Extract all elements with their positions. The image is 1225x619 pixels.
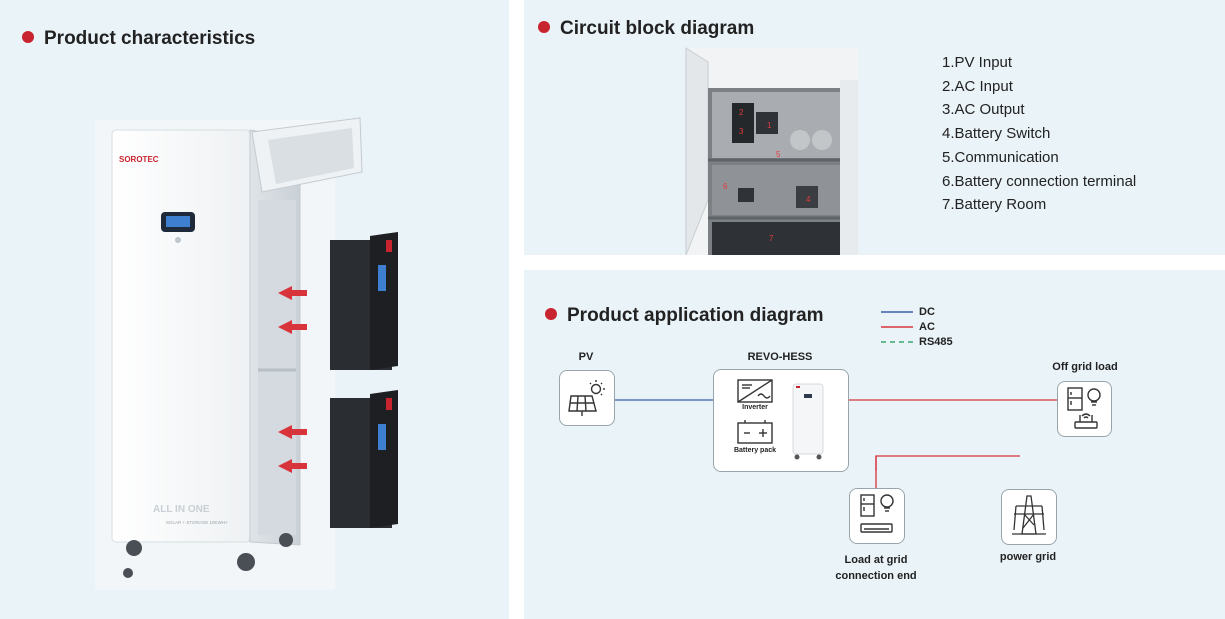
air-conditioner-icon	[860, 523, 893, 533]
off-grid-load-label: Off grid load	[1052, 361, 1118, 373]
grid-load-label: Load at grid connection end	[816, 552, 936, 584]
circuit-item: 3.AC Output	[942, 101, 1025, 119]
all-in-one-label: ALL IN ONE	[153, 504, 210, 515]
hess-contents	[737, 379, 824, 460]
cabinet-front	[111, 129, 251, 543]
product-characteristics-heading: Product characteristics	[22, 28, 255, 50]
grid-load-box	[849, 488, 905, 544]
bullet-dot	[545, 307, 557, 320]
off-grid-load-box	[1057, 381, 1112, 437]
fridge-icon	[860, 494, 875, 517]
hess-cabinet-image	[792, 383, 824, 455]
grid-load-label-line2: connection end	[835, 570, 917, 582]
bulb-icon	[1087, 388, 1101, 406]
battery-pack-label: Battery pack	[733, 447, 777, 454]
lcd-screen	[166, 216, 190, 227]
circuit-block-panel	[524, 0, 1225, 255]
circuit-item: 6.Battery connection terminal	[942, 172, 1137, 190]
circuit-item: 1.PV Input	[942, 54, 1013, 71]
pv-label: PV	[578, 351, 594, 363]
bullet-dot	[22, 30, 34, 43]
battery-module-bottom	[330, 390, 398, 528]
solar-storage-label: SOLAR + STORAGE 10KWH+	[166, 520, 228, 525]
solar-panel-icon	[568, 380, 605, 416]
application-diagram-panel	[524, 270, 1225, 619]
circuit-item: 7.Battery Room	[942, 196, 1047, 214]
legend-dc: DC	[919, 306, 935, 318]
application-diagram-heading: Product application diagram	[545, 305, 824, 327]
grid-load-appliances	[860, 494, 894, 533]
power-grid-label: power grid	[999, 551, 1057, 563]
circuit-items-list: 1.PV Input 2.AC Input 3.AC Output 4.Batt…	[942, 51, 1136, 217]
circuit-block-heading: Circuit block diagram	[538, 18, 754, 40]
router-icon	[1074, 413, 1098, 429]
transmission-tower-icon	[1012, 495, 1046, 535]
cabinet-wheels	[123, 533, 293, 578]
inverter-icon	[737, 379, 773, 403]
pv-box	[559, 370, 615, 426]
battery-icon	[737, 420, 773, 444]
revo-hess-box: Inverter Battery pack	[713, 369, 849, 472]
off-grid-appliances	[1067, 387, 1101, 429]
cabinet-interior	[258, 200, 296, 535]
legend-ac: AC	[919, 321, 935, 333]
door-vent-grille	[268, 128, 354, 184]
bullet-dot	[538, 20, 550, 33]
battery-module-top	[330, 232, 398, 370]
circuit-item: 4.Battery Switch	[942, 125, 1051, 143]
grid-load-label-line1: Load at grid	[844, 554, 908, 566]
revo-hess-label: REVO-HESS	[747, 351, 813, 363]
brand-logo: SOROTEC	[119, 155, 159, 164]
inverter-label: Inverter	[742, 404, 768, 411]
circuit-item: 2.AC Input	[942, 77, 1013, 95]
power-button	[175, 237, 181, 243]
insert-arrows	[278, 286, 307, 473]
bulb-icon	[880, 494, 894, 512]
fridge-icon	[1067, 387, 1083, 411]
legend-rs485: RS485	[919, 336, 953, 348]
circuit-item: 5.Communication	[942, 148, 1059, 166]
power-grid-box	[1001, 489, 1057, 545]
product-illustration: SOROTEC ALL IN ONE SOLAR + STORAGE 10KWH…	[95, 117, 398, 590]
